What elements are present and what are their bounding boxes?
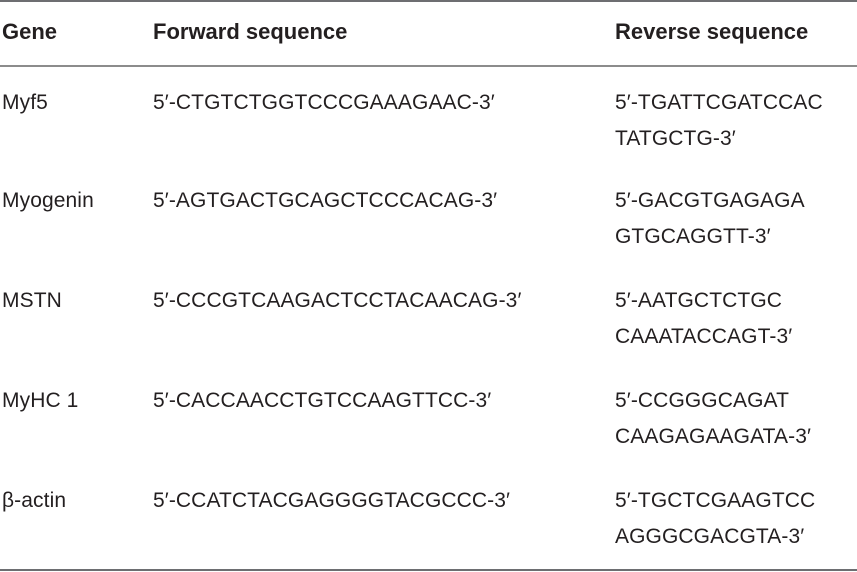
reverse-sequence-cell: 5′-GACGTGAGAGA GTGCAGGTT-3′ [615, 183, 855, 255]
gene-cell: MyHC 1 [2, 389, 79, 412]
reverse-sequence-line-1: 5′-CCGGGCAGAT [615, 389, 790, 412]
reverse-sequence-line-1: 5′-GACGTGAGAGA [615, 189, 805, 212]
forward-sequence-cell: 5′-CCCGTCAAGACTCCTACAACAG-3′ [153, 289, 522, 312]
table-top-rule [0, 0, 857, 2]
table-header-row: Gene Forward sequence Reverse sequence [0, 0, 857, 65]
reverse-sequence-cell: 5′-TGATTCGATCCAC TATGCTG-3′ [615, 85, 855, 157]
forward-sequence-cell: 5′-CCATCTACGAGGGGTACGCCC-3′ [153, 489, 511, 512]
reverse-sequence-cell: 5′-AATGCTCTGC CAAATACCAGT-3′ [615, 283, 855, 355]
forward-sequence-cell: 5′-CTGTCTGGTCCCGAAAGAAC-3′ [153, 91, 495, 114]
reverse-sequence-line-1: 5′-TGCTCGAAGTCC [615, 489, 816, 512]
table-row: Myogenin 5′-AGTGACTGCAGCTCCCACAG-3′ 5′-G… [0, 165, 857, 265]
forward-sequence-cell: 5′-CACCAACCTGTCCAAGTTCC-3′ [153, 389, 492, 412]
forward-sequence-cell: 5′-AGTGACTGCAGCTCCCACAG-3′ [153, 189, 498, 212]
table-row: MSTN 5′-CCCGTCAAGACTCCTACAACAG-3′ 5′-AAT… [0, 265, 857, 365]
gene-cell: Myf5 [2, 91, 48, 114]
table-row: Myf5 5′-CTGTCTGGTCCCGAAAGAAC-3′ 5′-TGATT… [0, 67, 857, 165]
reverse-sequence-line-2: TATGCTG-3′ [615, 127, 736, 150]
gene-cell: MSTN [2, 289, 62, 312]
table-bottom-rule [0, 569, 857, 571]
reverse-sequence-line-2: AGGGCGACGTA-3′ [615, 525, 805, 548]
reverse-sequence-line-1: 5′-AATGCTCTGC [615, 289, 783, 312]
reverse-sequence-cell: 5′-TGCTCGAAGTCC AGGGCGACGTA-3′ [615, 483, 855, 555]
gene-cell: β-actin [2, 489, 67, 512]
reverse-sequence-line-2: CAAATACCAGT-3′ [615, 325, 793, 348]
reverse-sequence-line-2: GTGCAGGTT-3′ [615, 225, 771, 248]
reverse-sequence-line-1: 5′-TGATTCGATCCAC [615, 91, 823, 114]
table-row: β-actin 5′-CCATCTACGAGGGGTACGCCC-3′ 5′-T… [0, 465, 857, 565]
gene-cell: Myogenin [2, 189, 94, 212]
header-gene: Gene [2, 19, 58, 44]
reverse-sequence-line-2: CAAGAGAAGATA-3′ [615, 425, 812, 448]
table-header-rule [0, 65, 857, 67]
header-forward-sequence: Forward sequence [153, 19, 348, 44]
table-row: MyHC 1 5′-CACCAACCTGTCCAAGTTCC-3′ 5′-CCG… [0, 365, 857, 465]
table-body: Myf5 5′-CTGTCTGGTCCCGAAAGAAC-3′ 5′-TGATT… [0, 67, 857, 565]
header-reverse-sequence: Reverse sequence [615, 19, 809, 44]
reverse-sequence-cell: 5′-CCGGGCAGAT CAAGAGAAGATA-3′ [615, 383, 855, 455]
